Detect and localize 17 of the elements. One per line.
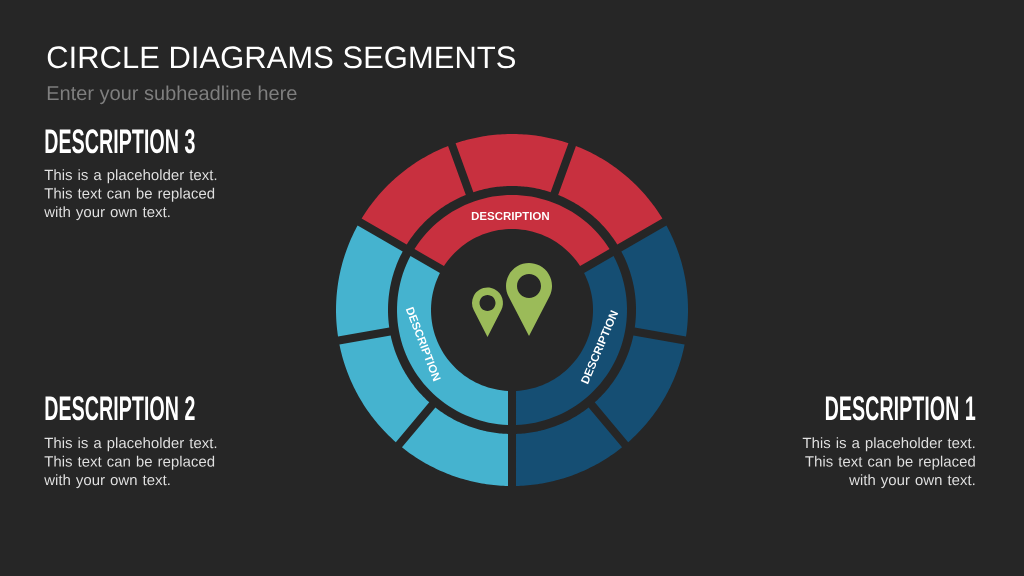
node-label: DESCRIPTION (471, 211, 549, 221)
paragraph: This is a placeholder text. This text can be replaced with your own text. (802, 437, 975, 489)
ring-segment: DESCRIPTION (414, 195, 610, 267)
heading: DESCRIPTION 1 (825, 396, 976, 421)
ring-segment (558, 146, 663, 245)
ring-segment (455, 134, 569, 193)
ring-segment (621, 225, 688, 337)
heading: DESCRIPTION 3 (45, 129, 195, 154)
ring-segment (336, 225, 403, 337)
paragraph: This is a placeholder text. This text can be replaced with your own text. (44, 437, 217, 489)
ring-segment (401, 407, 508, 486)
ring-segment (516, 407, 623, 486)
ring-segment (361, 146, 466, 245)
subtitle: Enter your subheadline here (47, 85, 297, 105)
paragraph: This is a placeholder text. This text can be replaced with your own text. (44, 169, 217, 221)
heading: DESCRIPTION 2 (45, 396, 195, 421)
title: CIRCLE DIAGRAMS SEGMENTS (47, 46, 515, 69)
